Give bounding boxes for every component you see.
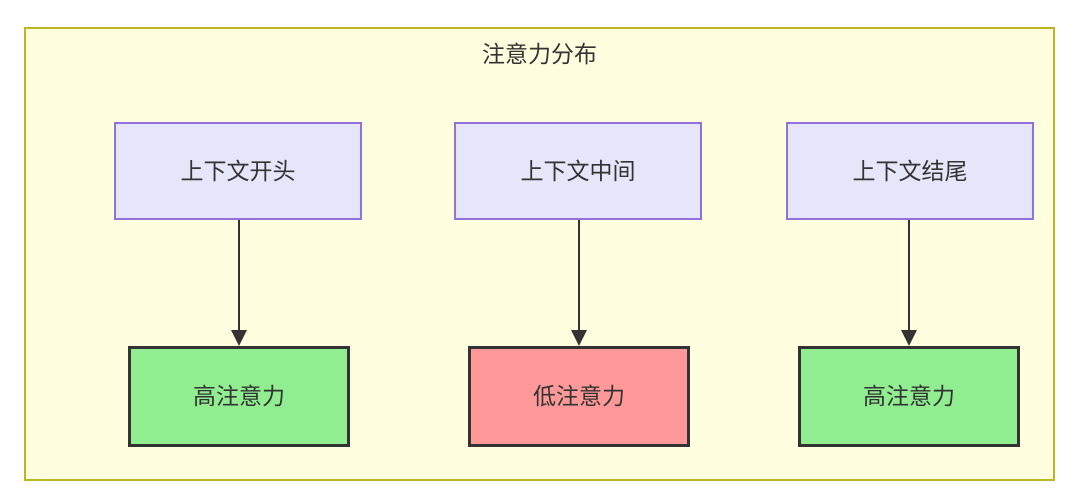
node-context-end[interactable]: 上下文结尾 [786, 122, 1034, 220]
node-context-end-label: 上下文结尾 [852, 157, 968, 184]
node-context-start-label: 上下文开头 [180, 157, 296, 184]
node-context-middle-label: 上下文中间 [520, 157, 636, 184]
node-high-attention-start-label: 高注意力 [193, 383, 285, 409]
node-low-attention-middle-label: 低注意力 [533, 383, 625, 409]
edge-arrow-middle-to-low [571, 220, 587, 346]
edge-arrow-start-to-high [231, 220, 247, 346]
diagram-title: 注意力分布 [482, 41, 597, 67]
node-high-attention-end-label: 高注意力 [863, 383, 955, 409]
attention-distribution-subgraph: 注意力分布 上下文开头 上下文中间 上下文结尾 高注意力 低 [24, 27, 1055, 481]
node-low-attention-middle[interactable]: 低注意力 [468, 346, 690, 447]
edge-arrow-end-to-high [901, 220, 917, 346]
node-context-middle[interactable]: 上下文中间 [454, 122, 702, 220]
node-context-start[interactable]: 上下文开头 [114, 122, 362, 220]
node-high-attention-start[interactable]: 高注意力 [128, 346, 350, 447]
node-high-attention-end[interactable]: 高注意力 [798, 346, 1020, 447]
